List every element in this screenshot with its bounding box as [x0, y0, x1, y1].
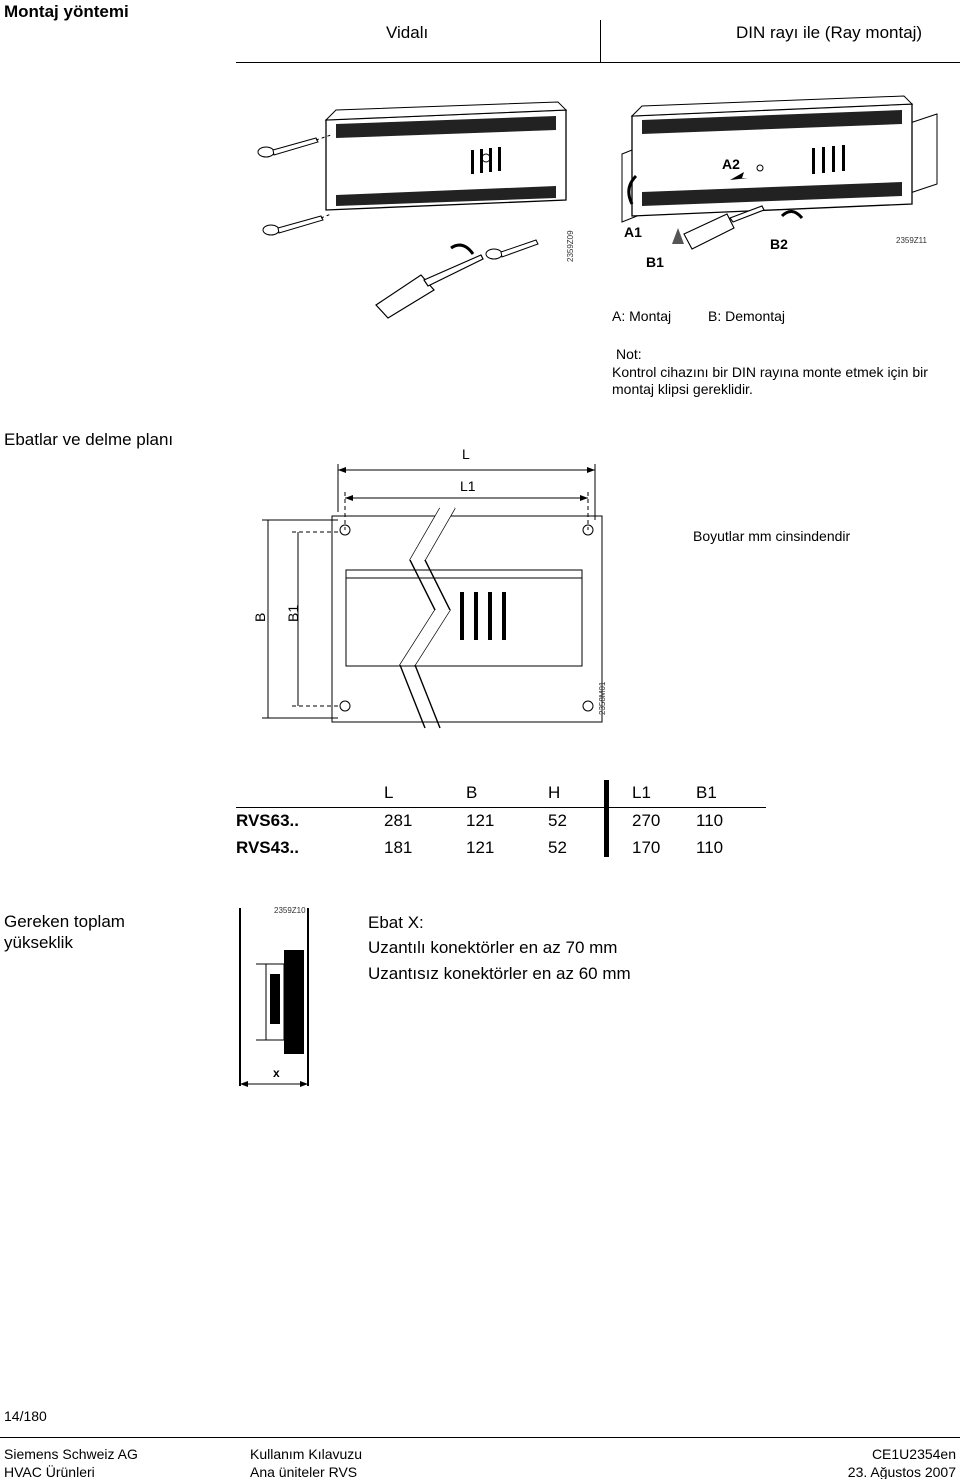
table-header-cell: B — [466, 780, 548, 808]
mounting-section-title: Montaj yöntemi — [4, 2, 129, 21]
table-row: RVS43.. 181 121 52 170 110 — [236, 834, 766, 861]
label-a2: A2 — [722, 156, 740, 172]
note-line-2: montaj klipsi gereklidir. — [612, 381, 753, 397]
table-row: RVS63.. 281 121 52 270 110 — [236, 807, 766, 834]
table-divider-bar — [604, 780, 609, 857]
height-title-line-2: yükseklik — [4, 933, 73, 952]
header-divider — [236, 62, 960, 63]
label-b2: B2 — [770, 236, 788, 252]
dimensions-table: L B H L1 B1 RVS63.. 281 121 52 270 110 R… — [236, 780, 766, 861]
footer-date: 23. Ağustos 2007 — [847, 1464, 956, 1479]
table-cell: 121 — [466, 837, 495, 857]
table-cell: 52 — [548, 837, 567, 857]
footer-doc-type: Kullanım Kılavuzu — [250, 1446, 363, 1462]
table-cell: 270 — [632, 810, 661, 830]
height-spec-title: Ebat X: — [368, 913, 424, 932]
table-header-cell: L — [384, 780, 466, 808]
table-cell: 181 — [384, 837, 413, 857]
table-cell: 110 — [696, 810, 724, 830]
table-header-cell: B1 — [696, 780, 766, 808]
label-b1: B1 — [646, 254, 664, 270]
column-divider — [600, 20, 601, 62]
figure-id-screw: 2359Z09 — [566, 230, 575, 262]
dimension-label-l: L — [462, 446, 470, 462]
height-drawing — [239, 908, 309, 1087]
column-heading-din-rail: DIN rayı ile (Ray montaj) — [736, 23, 923, 42]
dimensions-section-title: Ebatlar ve delme planı — [4, 430, 174, 449]
table-header-cell: H — [548, 780, 610, 808]
table-cell: 170 — [632, 837, 661, 857]
footer-doc-id: CE1U2354en — [871, 1446, 956, 1462]
figure-id-din: 2359Z11 — [896, 236, 927, 245]
din-rail-mounting-illustration — [621, 95, 938, 250]
table-cell: 110 — [696, 837, 724, 857]
legend-a: A: Montaj — [612, 308, 672, 324]
note-title: Not: — [616, 346, 642, 362]
dimension-label-l1: L1 — [460, 478, 476, 494]
table-header-model — [236, 780, 384, 808]
footer-division: HVAC Ürünleri — [4, 1464, 95, 1479]
column-heading-screw: Vidalı — [386, 23, 429, 42]
dimension-label-b: B — [252, 612, 268, 622]
table-cell: 281 — [384, 810, 413, 830]
table-cell-model: RVS63.. — [236, 810, 300, 830]
footer-company: Siemens Schweiz AG — [4, 1446, 138, 1462]
label-a1: A1 — [624, 224, 642, 240]
table-cell: 52 — [548, 810, 567, 830]
dimension-label-b1: B1 — [285, 604, 301, 622]
units-note: Boyutlar mm cinsindendir — [693, 528, 851, 544]
legend-b: B: Demontaj — [708, 308, 786, 324]
height-x-label: x — [273, 1066, 280, 1080]
table-header-cell: L1 — [610, 780, 696, 808]
screw-mounting-illustration — [257, 101, 568, 319]
footer-doc-sub: Ana üniteler RVS — [250, 1464, 358, 1479]
page-number: 14/180 — [4, 1408, 47, 1424]
height-title-line-1: Gereken toplam — [4, 912, 125, 931]
table-header-row: L B H L1 B1 — [236, 780, 766, 808]
dimension-drawing — [262, 464, 603, 729]
footer-divider — [0, 1437, 960, 1438]
height-spec-line-1: Uzantılı konektörler en az 70 mm — [368, 938, 618, 957]
note-line-1: Kontrol cihazını bir DIN rayına monte et… — [612, 364, 928, 380]
figure-id-height: 2359Z10 — [274, 906, 306, 915]
figure-id-dimensions: 2358M01 — [598, 681, 607, 715]
table-cell: 121 — [466, 810, 495, 830]
height-spec-line-2: Uzantısız konektörler en az 60 mm — [368, 964, 631, 983]
table-cell-model: RVS43.. — [236, 837, 300, 857]
